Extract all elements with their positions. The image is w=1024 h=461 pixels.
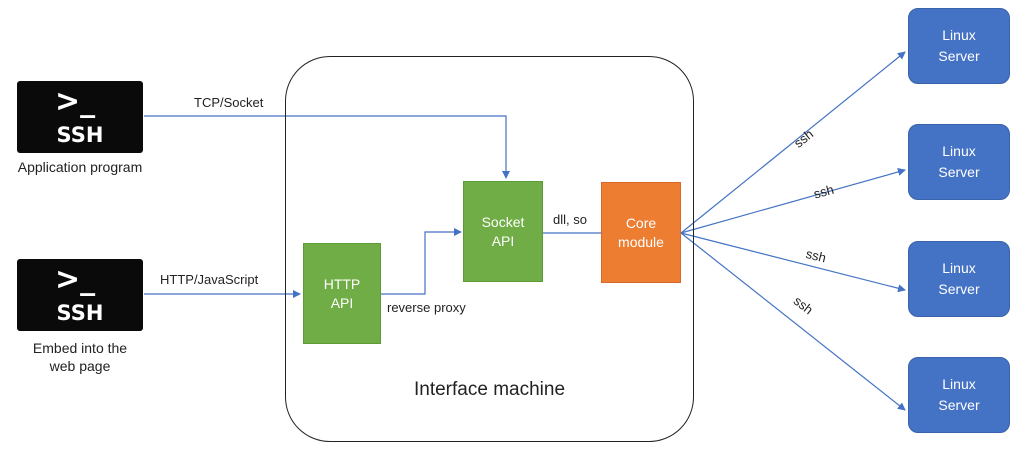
node-label-line: API bbox=[330, 294, 354, 311]
edge-ssh-1 bbox=[680, 51, 906, 234]
socket-api-node: Socket API bbox=[463, 181, 543, 282]
edge-ssh-4 bbox=[680, 232, 906, 411]
caption-line: Embed into the bbox=[32, 340, 128, 356]
server-label-line: Linux bbox=[942, 27, 976, 43]
ssh-label: SSH bbox=[56, 301, 104, 325]
server-label-line: Linux bbox=[942, 143, 976, 159]
server-label-line: Server bbox=[938, 164, 980, 180]
server-label-line: Server bbox=[938, 397, 980, 413]
prompt-glyph: >_ bbox=[55, 262, 96, 297]
server-label-line: Linux bbox=[942, 260, 976, 276]
application-program-caption: Application program bbox=[17, 159, 143, 175]
linux-server-4: Linux Server bbox=[908, 357, 1010, 433]
dll-so-label: dll, so bbox=[553, 212, 587, 227]
node-label-line: module bbox=[618, 233, 664, 250]
edge-ssh-3 bbox=[680, 232, 906, 293]
server-label-line: Linux bbox=[942, 376, 976, 392]
ssh-terminal-icon-app: >_ SSH bbox=[17, 81, 143, 153]
reverse-proxy-label: reverse proxy bbox=[387, 300, 466, 315]
edge-reverse-proxy bbox=[381, 228, 462, 295]
linux-server-3: Linux Server bbox=[908, 241, 1010, 317]
interface-machine-label: Interface machine bbox=[413, 379, 566, 400]
server-label-line: Server bbox=[938, 281, 980, 297]
linux-server-2: Linux Server bbox=[908, 124, 1010, 200]
server-label-line: Server bbox=[938, 48, 980, 64]
core-module-node: Core module bbox=[601, 182, 681, 283]
edge-tcp-socket bbox=[144, 115, 510, 179]
http-api-node: HTTP API bbox=[303, 243, 381, 344]
ssh-terminal-icon-web: >_ SSH bbox=[17, 259, 143, 331]
caption-line: web page bbox=[49, 358, 111, 374]
tcp-socket-label: TCP/Socket bbox=[194, 95, 264, 110]
http-javascript-label: HTTP/JavaScript bbox=[160, 272, 259, 287]
node-label-line: API bbox=[491, 232, 515, 249]
linux-server-1: Linux Server bbox=[908, 8, 1010, 84]
node-label-line: Core bbox=[625, 214, 657, 231]
interface-machine-container: Interface machine bbox=[285, 56, 694, 442]
edge-ssh-2 bbox=[680, 168, 906, 234]
prompt-glyph: >_ bbox=[55, 84, 96, 119]
node-label-line: Socket bbox=[481, 213, 525, 230]
ssh-label: SSH bbox=[56, 123, 104, 147]
node-label-line: HTTP bbox=[323, 275, 361, 292]
embed-web-page-caption: Embed into the web page bbox=[0, 339, 160, 375]
